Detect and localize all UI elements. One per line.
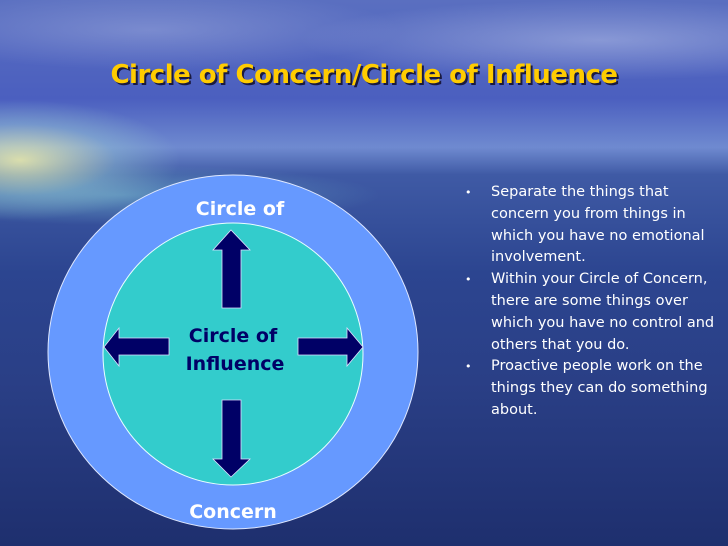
bullet-icon: •: [465, 360, 472, 374]
bullet-item: • Within your Circle of Concern, there ar…: [465, 269, 715, 356]
arrow-down-icon: [212, 399, 252, 478]
inner-label-line1: Circle of: [189, 325, 278, 347]
bullet-list: • Separate the things that concern you fr…: [465, 182, 715, 422]
bullet-icon: •: [465, 186, 472, 199]
bullet-text: Proactive people work on the things they…: [491, 358, 708, 418]
arrow-up-icon: [212, 229, 251, 309]
bullet-item: • Proactive people work on the things the…: [465, 356, 715, 421]
outer-label-top: Circle of: [196, 198, 285, 220]
bullet-item: • Separate the things that concern you fr…: [465, 182, 715, 269]
bullet-text: Separate the things that concern you fro…: [491, 184, 705, 266]
arrow-right-icon: [297, 326, 364, 368]
bullet-text: Within your Circle of Concern, there are…: [491, 271, 715, 353]
inner-label-line2: Influence: [186, 353, 285, 375]
circle-of-influence: [102, 222, 364, 486]
outer-label-bottom: Concern: [189, 501, 277, 523]
arrow-left-icon: [103, 326, 170, 368]
bullet-icon: •: [465, 273, 472, 287]
slide-title: Circle of Concern/Circle of Influence: [110, 60, 618, 90]
